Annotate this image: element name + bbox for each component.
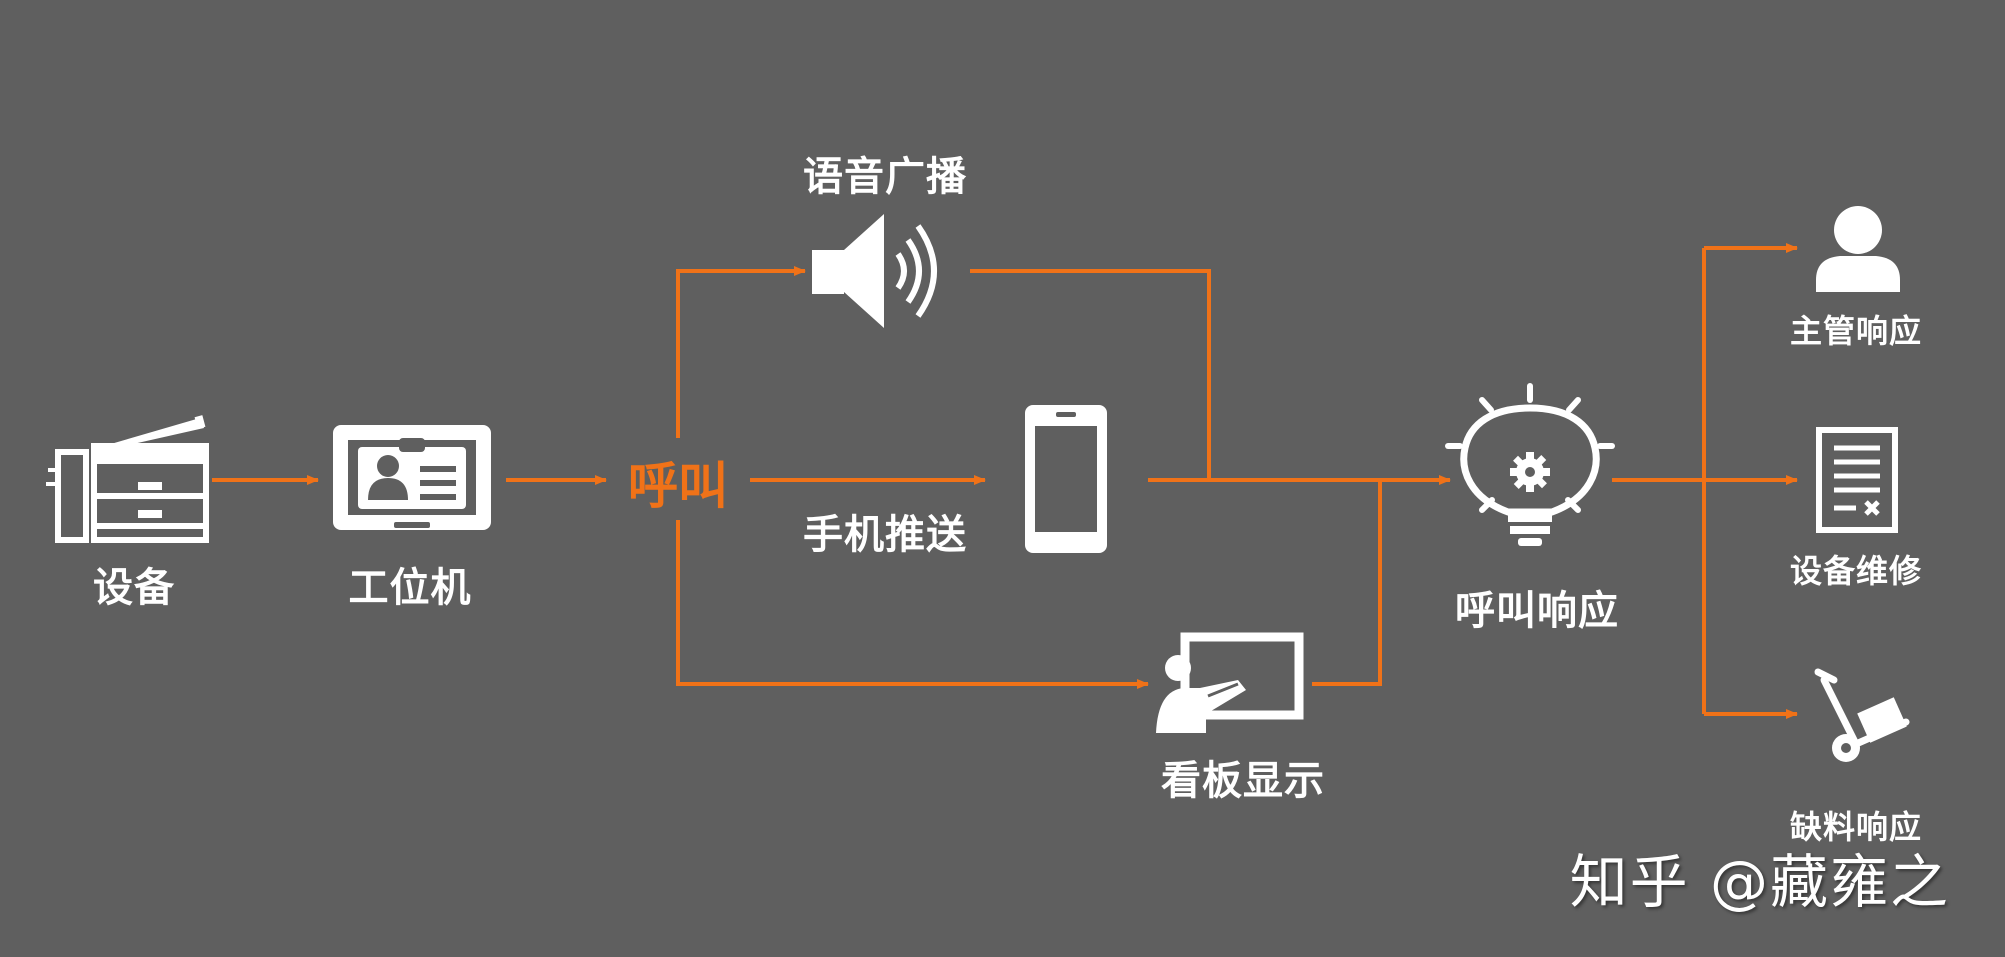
board-display-label: 看板显示 (1161, 758, 1325, 804)
line-board-to-merge (1312, 480, 1382, 686)
equipment-repair-label: 设备维修 (1789, 552, 1923, 590)
call-label: 呼叫 (628, 457, 728, 515)
phone-push-label: 手机推送 (803, 512, 967, 558)
arrow-call-to-board (676, 520, 1149, 689)
lightbulb-gear-icon (1445, 383, 1615, 546)
material-shortage-response-label: 缺料响应 (1789, 808, 1923, 846)
equipment-label: 设备 (93, 565, 175, 611)
presentation-board-icon (1156, 632, 1304, 733)
smartphone-icon (1025, 405, 1107, 553)
speaker-icon (812, 214, 937, 328)
id-card-monitor-icon (333, 425, 491, 530)
voice-broadcast-label: 语音广播 (803, 154, 967, 200)
person-icon (1816, 206, 1900, 292)
supervisor-response-label: 主管响应 (1789, 312, 1923, 350)
connectors (212, 243, 1798, 719)
workstation-label: 工位机 (348, 565, 472, 611)
document-icon (1816, 427, 1898, 533)
watermark: 知乎 @藏雍之 (1569, 848, 1950, 916)
line-voice-to-merge (970, 269, 1211, 480)
call-response-label: 呼叫响应 (1455, 588, 1619, 634)
printer-icon (46, 415, 209, 543)
hand-truck-icon (1814, 668, 1910, 762)
arrow-call-to-voice (676, 266, 806, 438)
